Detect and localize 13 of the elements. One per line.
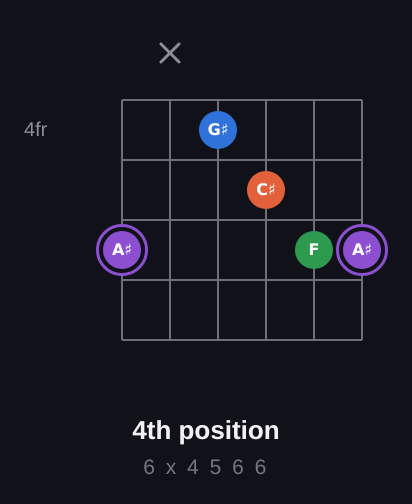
root-note-dot	[336, 224, 388, 276]
note-dot	[247, 171, 285, 209]
note-name: A♯	[112, 240, 132, 260]
position-title: 4th position	[132, 414, 280, 446]
note-dot	[295, 231, 333, 269]
note-name: F	[308, 240, 320, 260]
root-note-dot	[96, 224, 148, 276]
note-name: C♯	[256, 180, 276, 200]
fret-numbers: 6 x 4 5 6 6	[143, 455, 269, 481]
fret-position-label: 4fr	[24, 118, 48, 142]
note-name: G♯	[208, 120, 228, 140]
note-name: A♯	[352, 240, 372, 260]
note-dot	[199, 111, 237, 149]
